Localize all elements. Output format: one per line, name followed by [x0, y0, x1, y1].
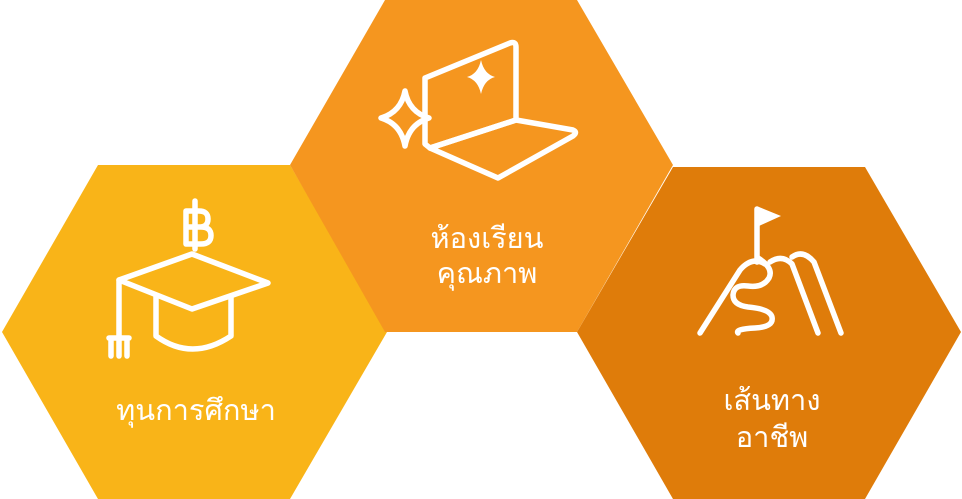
mountain-path-flag-icon: [697, 206, 844, 336]
hexagon-classroom-label-line-1: ห้องเรียน: [431, 221, 544, 255]
sparkling-laptop-icon: [378, 39, 579, 181]
hexagon-classroom: ห้องเรียน คุณภาพ: [290, 0, 673, 332]
hexagon-career-label-line-2: อาชีพ: [736, 420, 809, 454]
hexagon-career-shape: [577, 167, 961, 499]
hexagon-tuition: ทุนการศึกษา: [2, 165, 387, 499]
hexagon-career-label-line-1: เส้นทาง: [724, 383, 821, 417]
graduation-cap-baht-icon: [106, 198, 271, 359]
hexagon-classroom-shape: [290, 0, 673, 332]
hexagon-tuition-label: ทุนการศึกษา: [116, 393, 276, 428]
hexagon-career: เส้นทาง อาชีพ: [577, 167, 961, 499]
hexagon-classroom-label-line-2: คุณภาพ: [437, 256, 538, 291]
hexagon-tuition-shape: [2, 165, 387, 499]
